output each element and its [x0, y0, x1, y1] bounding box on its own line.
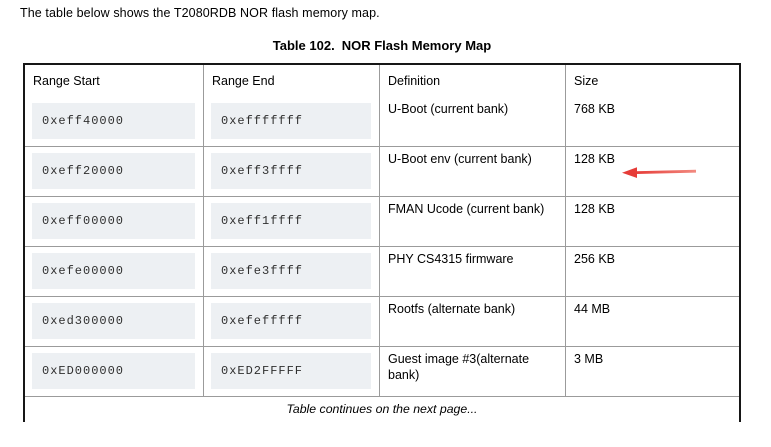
header-cell-range-end: Range End	[203, 65, 379, 97]
table-row: 0xeff00000 0xeff1ffff FMAN Ucode (curren…	[25, 196, 739, 246]
nor-flash-memory-map-table: Range Start Range End Definition Size 0x…	[23, 63, 741, 422]
range-end-cell: 0xED2FFFFF	[203, 347, 379, 396]
red-arrow-shaft	[635, 169, 697, 174]
range-start-cell: 0xeff20000	[25, 147, 203, 196]
range-end-value: 0xefffffff	[211, 103, 371, 139]
range-end-value: 0xeff3ffff	[211, 153, 371, 189]
range-end-cell: 0xeff1ffff	[203, 197, 379, 246]
size-cell: 128 KB	[565, 147, 739, 196]
range-start-cell: 0xeff40000	[25, 97, 203, 146]
definition-cell: U-Boot (current bank)	[379, 97, 565, 146]
range-end-cell: 0xefefffff	[203, 297, 379, 346]
table-body: 0xeff40000 0xefffffff U-Boot (current ba…	[25, 97, 739, 396]
table-row: 0xeff40000 0xefffffff U-Boot (current ba…	[25, 97, 739, 146]
range-start-value: 0xed300000	[32, 303, 195, 339]
range-start-cell: 0xED000000	[25, 347, 203, 396]
definition-cell: U-Boot env (current bank)	[379, 147, 565, 196]
table-caption-title: NOR Flash Memory Map	[341, 38, 492, 53]
header-cell-size: Size	[565, 65, 739, 97]
header-cell-range-start: Range Start	[33, 74, 100, 88]
range-start-cell: 0xefe00000	[25, 247, 203, 296]
range-end-cell: 0xefffffff	[203, 97, 379, 146]
definition-cell: PHY CS4315 firmware	[379, 247, 565, 296]
table-row: 0xefe00000 0xefe3ffff PHY CS4315 firmwar…	[25, 246, 739, 296]
range-end-value: 0xED2FFFFF	[211, 353, 371, 389]
range-start-value: 0xeff20000	[32, 153, 195, 189]
table-continues-note: Table continues on the next page...	[25, 396, 739, 422]
table-caption-label: Table 102.	[272, 38, 335, 53]
size-cell: 768 KB	[565, 97, 739, 146]
size-cell: 44 MB	[565, 297, 739, 346]
size-cell: 256 KB	[565, 247, 739, 296]
range-end-value: 0xefefffff	[211, 303, 371, 339]
header-cell-definition: Definition	[379, 65, 565, 97]
range-start-value: 0xeff00000	[32, 203, 195, 239]
range-start-value: 0xefe00000	[32, 253, 195, 289]
size-cell: 128 KB	[565, 197, 739, 246]
range-end-cell: 0xefe3ffff	[203, 247, 379, 296]
intro-text: The table below shows the T2080RDB NOR f…	[20, 6, 380, 20]
table-caption: Table 102. NOR Flash Memory Map	[23, 38, 741, 53]
table-row: 0xED000000 0xED2FFFFF Guest image #3(alt…	[25, 346, 739, 396]
red-arrow-annotation	[622, 167, 697, 178]
table-row: 0xeff20000 0xeff3ffff U-Boot env (curren…	[25, 146, 739, 196]
definition-cell: Guest image #3(alternate bank)	[379, 347, 565, 396]
table-header-row: Range Start Range End Definition Size	[25, 65, 739, 97]
size-cell: 3 MB	[565, 347, 739, 396]
range-start-value: 0xED000000	[32, 353, 195, 389]
range-end-value: 0xefe3ffff	[211, 253, 371, 289]
definition-cell: FMAN Ucode (current bank)	[379, 197, 565, 246]
red-arrow-head	[622, 167, 637, 178]
definition-cell: Rootfs (alternate bank)	[379, 297, 565, 346]
range-start-cell: 0xed300000	[25, 297, 203, 346]
table-row: 0xed300000 0xefefffff Rootfs (alternate …	[25, 296, 739, 346]
range-start-value: 0xeff40000	[32, 103, 195, 139]
range-end-cell: 0xeff3ffff	[203, 147, 379, 196]
range-end-value: 0xeff1ffff	[211, 203, 371, 239]
range-start-cell: 0xeff00000	[25, 197, 203, 246]
